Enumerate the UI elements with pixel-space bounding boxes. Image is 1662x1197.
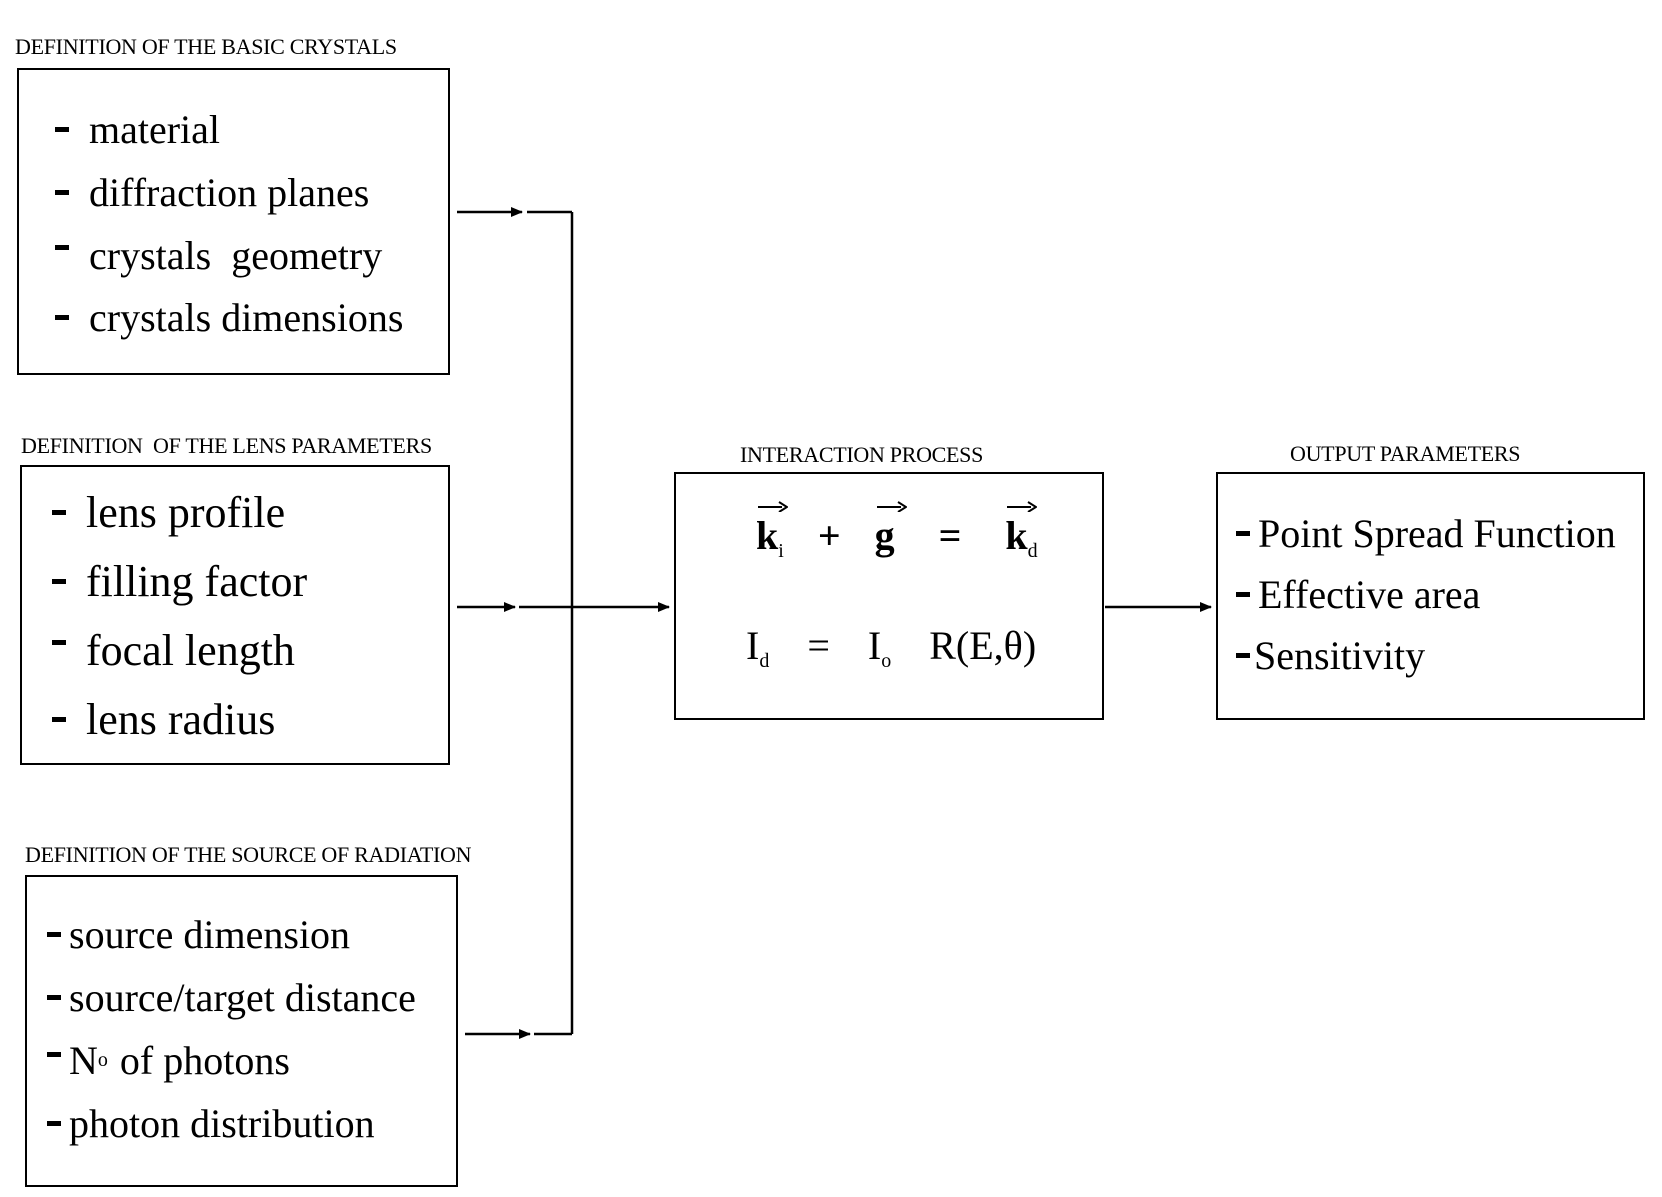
output-item-label: Sensitivity <box>1254 633 1426 678</box>
bullet-dash <box>47 995 61 1000</box>
bullet-dash <box>55 190 69 195</box>
equals-sign: = <box>807 623 830 668</box>
bullet-dash <box>55 127 69 132</box>
lens-item: filling factor <box>52 556 307 607</box>
output-item-label: Effective area <box>1258 572 1481 617</box>
plus-sign: + <box>817 513 841 558</box>
source-item-label: of photons <box>119 1038 290 1083</box>
output-box: Point Spread Function Effective area Sen… <box>1216 472 1645 720</box>
bullet-dash <box>55 315 69 320</box>
crystals-item: material <box>55 106 220 153</box>
bullet-dash <box>52 717 66 722</box>
lens-item-label: focal length <box>86 626 295 675</box>
source-caption: DEFINITION OF THE SOURCE OF RADIATION <box>25 842 472 867</box>
n-superscript: o <box>97 1049 108 1071</box>
vector-arrow-icon <box>1007 501 1038 512</box>
lens-item: lens profile <box>52 487 285 538</box>
crystals-item: crystals geometry <box>55 232 382 279</box>
output-item: Point Spread Function <box>1236 510 1616 557</box>
n-symbol: N <box>69 1038 98 1083</box>
lens-box: lens profile filling factor focal length… <box>20 465 450 765</box>
source-item-label: photon distribution <box>69 1101 375 1146</box>
bullet-dash <box>47 932 61 937</box>
source-item: source/target distance <box>47 974 416 1021</box>
interaction-box: k i + g = k d Id = Io R(E,θ) <box>674 472 1104 720</box>
crystals-item-label: crystals dimensions <box>89 295 404 340</box>
crystals-caption: DEFINITION OF THE BASIC CRYSTALS <box>15 34 397 59</box>
crystals-box: material diffraction planes crystals geo… <box>17 68 450 375</box>
bullet-dash <box>1236 592 1250 597</box>
crystals-item-label: material <box>89 107 221 152</box>
interaction-caption: INTERACTION PROCESS <box>740 442 984 467</box>
k-diffracted-vector: k <box>1005 501 1038 559</box>
bullet-dash <box>1236 531 1250 536</box>
output-caption: OUTPUT PARAMETERS <box>1290 441 1521 466</box>
lens-caption: DEFINITION OF THE LENS PARAMETERS <box>21 433 432 458</box>
vector-arrow-icon <box>876 501 907 512</box>
output-item: Effective area <box>1236 571 1480 618</box>
bullet-dash <box>52 640 66 645</box>
bullet-dash <box>55 245 69 250</box>
k-incident-vector: k <box>756 501 788 559</box>
lens-item-label: lens radius <box>86 695 276 744</box>
bullet-dash <box>47 1052 61 1057</box>
crystals-item: crystals dimensions <box>55 294 403 341</box>
crystals-item-label: crystals geometry <box>89 233 383 278</box>
vector-arrow-icon <box>758 501 788 512</box>
equals-sign: = <box>938 513 962 558</box>
intensity-equation: Id = Io R(E,θ) <box>746 623 1037 672</box>
lens-item: focal length <box>52 625 295 676</box>
wavevector-equation: k i + g = k d <box>756 501 1038 563</box>
bullet-dash <box>52 510 66 515</box>
crystals-item-label: diffraction planes <box>89 170 370 215</box>
output-item: Sensitivity <box>1236 632 1425 679</box>
g-reciprocal-vector: g <box>875 501 907 559</box>
bullet-dash <box>52 579 66 584</box>
reflectivity-term: R(E,θ) <box>929 623 1037 668</box>
output-item-label: Point Spread Function <box>1258 511 1616 556</box>
lens-item: lens radius <box>52 694 275 745</box>
source-item-label: source dimension <box>69 912 351 957</box>
source-item-label: source/target distance <box>69 975 416 1020</box>
lens-item-label: filling factor <box>86 557 308 606</box>
source-item: photon distribution <box>47 1100 375 1147</box>
bullet-dash <box>47 1121 61 1126</box>
crystals-item: diffraction planes <box>55 169 369 216</box>
bullet-dash <box>1236 653 1250 658</box>
source-item: source dimension <box>47 911 350 958</box>
source-box: source dimension source/target distance … <box>25 875 458 1187</box>
lens-item-label: lens profile <box>86 488 286 537</box>
